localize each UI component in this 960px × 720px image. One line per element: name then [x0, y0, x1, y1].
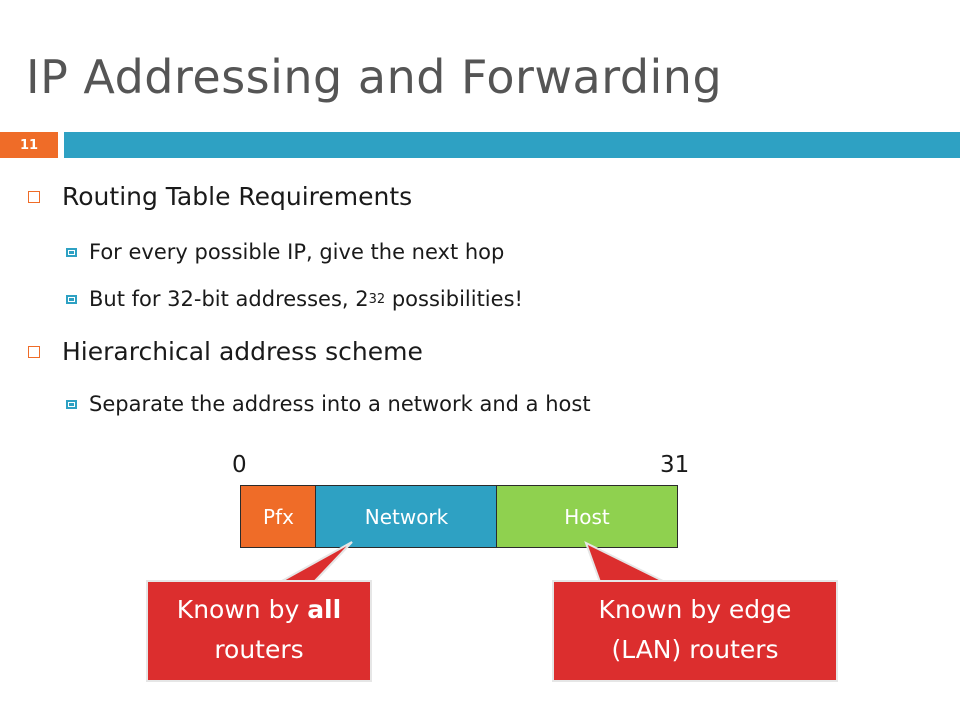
slide-number: 11: [0, 132, 58, 158]
callout-all-routers: Known by all routers: [146, 580, 372, 682]
callout-emphasis: all: [307, 595, 342, 624]
right-callout-pointer: [584, 541, 666, 583]
bullet-routing-table: Routing Table Requirements: [28, 182, 412, 211]
callout-line-1: Known by all: [148, 590, 370, 630]
network-segment: Network: [315, 485, 498, 548]
bullet-text: Routing Table Requirements: [62, 182, 413, 211]
callout-line-2: routers: [214, 635, 304, 664]
callout-line-2: (LAN) routers: [611, 635, 779, 664]
square-bullet-icon: [66, 399, 77, 409]
host-segment: Host: [496, 485, 678, 548]
subbullet-text: Separate the address into a network and …: [89, 392, 591, 416]
subbullet-text-post: possibilities!: [385, 287, 523, 311]
subbullet-text-pre: But for 32-bit addresses, 2: [89, 287, 369, 311]
bullet-hierarchical: Hierarchical address scheme: [28, 337, 423, 366]
bullet-text: Hierarchical address scheme: [62, 337, 423, 366]
callout-edge-routers: Known by edge (LAN) routers: [552, 580, 838, 682]
subbullet-separate: Separate the address into a network and …: [66, 392, 591, 416]
prefix-segment: Pfx: [240, 485, 317, 548]
slide-title: IP Addressing and Forwarding: [26, 50, 723, 104]
header-accent-bar: [64, 132, 960, 158]
bit-index-end: 31: [660, 452, 690, 478]
subbullet-next-hop: For every possible IP, give the next hop: [66, 240, 504, 264]
hollow-square-bullet-icon: [28, 345, 40, 358]
left-callout-pointer: [276, 541, 353, 583]
callout-text: Known by: [176, 595, 308, 624]
bit-index-start: 0: [232, 452, 247, 478]
hollow-square-bullet-icon: [28, 190, 40, 203]
subbullet-text: For every possible IP, give the next hop: [89, 240, 505, 264]
exponent: 32: [368, 291, 386, 307]
callout-line-1: Known by edge: [598, 595, 792, 624]
square-bullet-icon: [66, 247, 77, 257]
square-bullet-icon: [66, 294, 77, 304]
